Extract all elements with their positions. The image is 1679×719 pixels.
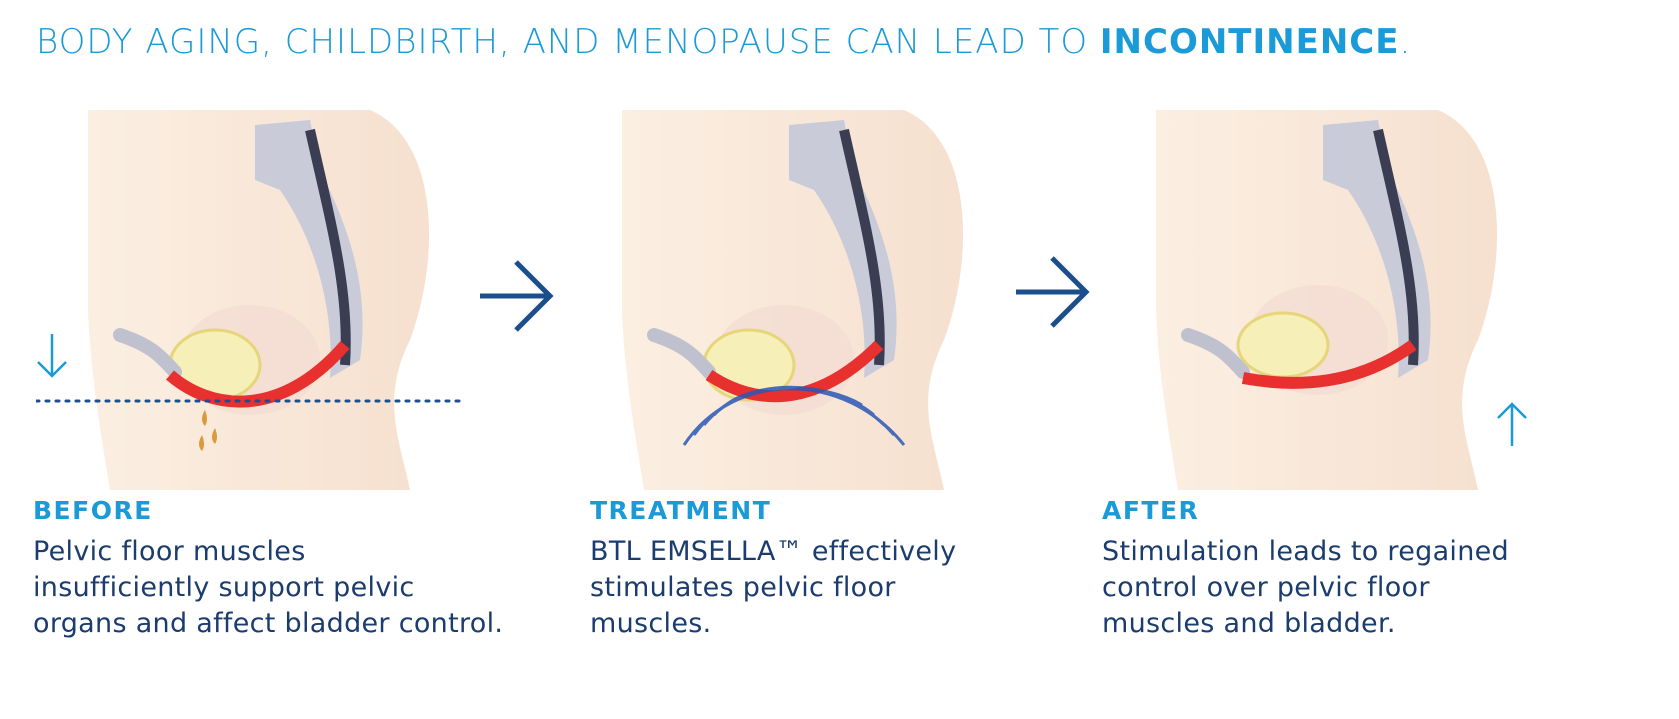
before-line-3: organs and affect bladder control. (33, 608, 504, 639)
pelvic-floor-muscle-restored (1241, 340, 1417, 389)
headline: BODY AGING, CHILDBIRTH, AND MENOPAUSE CA… (36, 18, 1411, 66)
spinal-canal (1373, 128, 1419, 366)
arrow-down-icon (34, 332, 70, 380)
leakage-drops (199, 410, 217, 451)
treatment-line-2: stimulates pelvic floor (590, 572, 896, 603)
spine-bone (1323, 120, 1431, 378)
headline-prefix: BODY AGING, CHILDBIRTH, AND MENOPAUSE CA… (36, 22, 1100, 62)
before-line-2: insufficiently support pelvic (33, 572, 415, 603)
pubic-bone (647, 328, 716, 379)
pelvic-floor-muscle-stimulated (705, 340, 884, 403)
arrow-right-icon (1014, 254, 1090, 330)
after-line-1: Stimulation leads to regained (1102, 536, 1509, 567)
treatment-title: TREATMENT (590, 496, 772, 525)
body-silhouette (622, 110, 964, 490)
before-caption: BEFORE Pelvic floor muscles insufficient… (33, 496, 553, 642)
after-line-3: muscles and bladder. (1102, 608, 1396, 639)
before-line-1: Pelvic floor muscles (33, 536, 306, 567)
pubic-bone (1181, 328, 1250, 379)
electromagnetic-waves (682, 385, 906, 446)
headline-suffix: . (1399, 22, 1412, 62)
spinal-canal (839, 128, 885, 366)
spine-bone (789, 120, 897, 378)
treatment-line-1: BTL EMSELLA™ effectively (590, 536, 957, 567)
dotted-baseline (34, 388, 468, 403)
treatment-anatomy-svg (622, 110, 964, 490)
treatment-caption: TREATMENT BTL EMSELLA™ effectively stimu… (590, 496, 1110, 642)
after-illustration (1148, 110, 1568, 490)
after-description: Stimulation leads to regained control ov… (1102, 534, 1622, 642)
headline-emphasis: INCONTINENCE (1099, 22, 1400, 62)
treatment-line-3: muscles. (590, 608, 712, 639)
body-silhouette (88, 110, 430, 490)
before-title: BEFORE (33, 496, 153, 525)
before-anatomy-svg (88, 110, 430, 490)
spine-bone (255, 120, 363, 378)
before-illustration (80, 110, 500, 490)
pubic-bone (113, 328, 182, 379)
treatment-description: BTL EMSELLA™ effectively stimulates pelv… (590, 534, 1110, 642)
bladder-shape (1236, 311, 1330, 379)
after-anatomy-svg (1156, 110, 1498, 490)
before-description: Pelvic floor muscles insufficiently supp… (33, 534, 553, 642)
spinal-canal (305, 128, 351, 366)
after-line-2: control over pelvic floor (1102, 572, 1430, 603)
arrow-up-icon (1494, 400, 1530, 448)
after-title: AFTER (1102, 496, 1200, 525)
treatment-illustration (614, 110, 1034, 490)
after-caption: AFTER Stimulation leads to regained cont… (1102, 496, 1622, 642)
arrow-right-icon (478, 258, 554, 334)
